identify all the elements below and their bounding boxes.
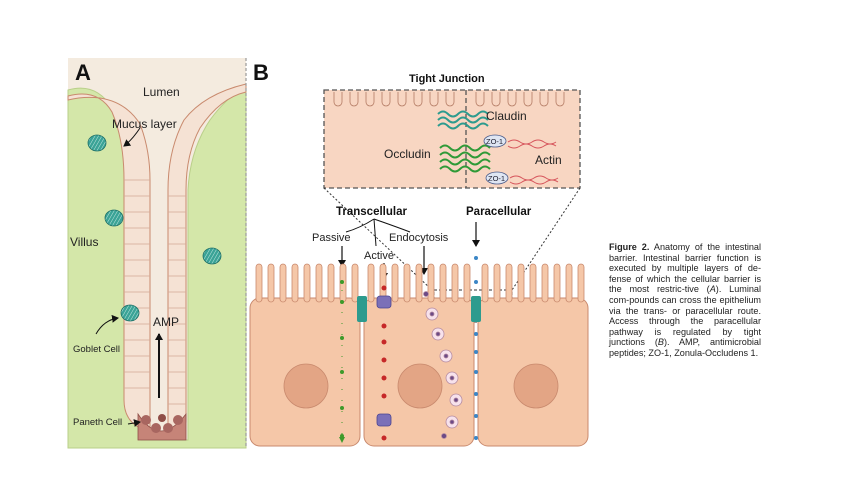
active-route (376, 285, 392, 441)
passive-route (339, 280, 345, 443)
caption-ref-a: A (709, 284, 716, 295)
panel-a-letter: A (75, 60, 91, 85)
caption-ref-b: B (657, 337, 664, 348)
occludin-label: Occludin (384, 147, 431, 161)
goblet-cell (120, 304, 140, 322)
zo1-badge (485, 171, 509, 185)
actin-label: Actin (535, 153, 562, 167)
mucus-layer-label: Mucus layer (112, 117, 177, 131)
caption-text-3: ). AMP, antimicrobial peptides; ZO-1, Zo… (609, 337, 761, 358)
panel-b: B Tight Junction (249, 60, 589, 447)
goblet-cell-pointer (95, 314, 119, 335)
goblet-cell (104, 209, 124, 227)
tight-junction-block (357, 296, 367, 322)
panel-b-letter: B (253, 60, 269, 85)
figure-caption: Figure 2. Anatomy of the intestinal barr… (609, 242, 761, 359)
actin-filaments (507, 139, 559, 185)
caption-text-1: Anatomy of the intestinal barrier. Intes… (609, 242, 762, 295)
paracellular-label: Paracellular (466, 206, 532, 218)
caption-label: Figure 2. (609, 242, 650, 252)
paneth-cell-pointer (127, 419, 141, 427)
villus-cell-lines (124, 179, 186, 405)
paracellular-route (474, 256, 478, 440)
tight-junction-title: Tight Junction (409, 73, 485, 85)
passive-label: Passive (312, 232, 351, 244)
claudin-strands (437, 110, 489, 130)
zo1-label: ZO-1 (488, 174, 505, 183)
panel-a: A Lumen Mucus layer Villus AMP Goblet Ce… (67, 58, 247, 449)
zoom-guide-left (323, 187, 433, 291)
occludin-strands (439, 144, 491, 173)
zo1-label: ZO-1 (486, 137, 503, 146)
lumen-label: Lumen (143, 85, 180, 99)
villus-label: Villus (70, 235, 98, 249)
nucleus (283, 363, 329, 409)
microvilli (255, 263, 585, 303)
endocytosis-label: Endocytosis (389, 232, 449, 244)
zoom-guide-right (511, 187, 581, 291)
epithelial-cells (249, 297, 589, 447)
transporter (376, 295, 392, 309)
goblet-cells (87, 134, 222, 322)
goblet-cell (202, 247, 222, 265)
tight-junction-block (471, 296, 481, 322)
active-label: Active (364, 250, 394, 262)
tight-junction-inset: ZO-1 ZO-1 Claudin Occludin Actin (323, 89, 581, 189)
nucleus (513, 363, 559, 409)
goblet-cell (87, 134, 107, 152)
goblet-cell-label: Goblet Cell (73, 344, 120, 355)
endocytosis-route (423, 291, 463, 439)
caption-text-2: ). Luminal com-pounds can cross the epit… (609, 284, 761, 348)
nucleus (397, 363, 443, 409)
paneth-cell-label: Paneth Cell (73, 417, 122, 428)
zo1-badge (483, 134, 507, 148)
claudin-label: Claudin (486, 109, 527, 123)
mucus-layer-pointer (123, 127, 141, 147)
paneth-cells (137, 412, 187, 441)
transporter (376, 413, 392, 427)
route-branches (345, 218, 411, 247)
transcellular-label: Transcellular (336, 206, 407, 218)
amp-label: AMP (153, 315, 179, 329)
